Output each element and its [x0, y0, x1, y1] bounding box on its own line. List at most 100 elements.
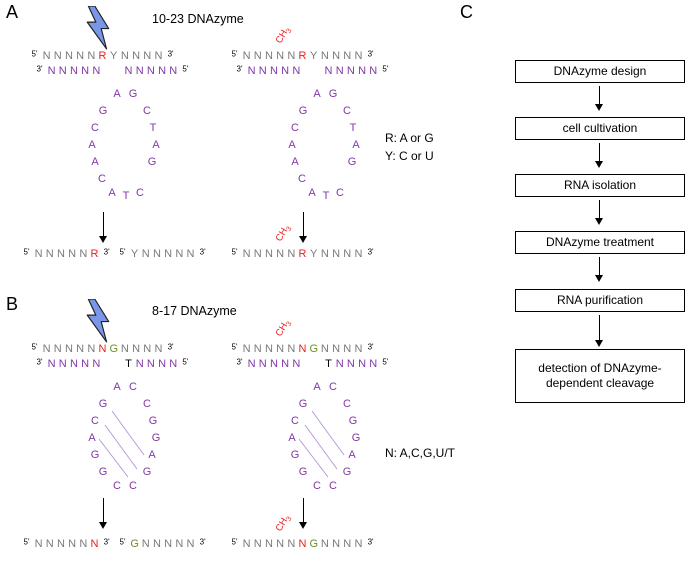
- nucleotide: N: [42, 343, 51, 355]
- flow-arrow: [594, 315, 603, 347]
- nucleotide: N: [253, 248, 262, 260]
- nucleotide: N: [354, 248, 363, 260]
- panel-c-label: C: [460, 2, 473, 22]
- nucleotide: N: [324, 65, 333, 77]
- nucleotide: N: [58, 358, 67, 370]
- loop-nucleotide: G: [348, 415, 358, 427]
- nucleotide: N: [146, 65, 155, 77]
- nucleotide: N: [247, 358, 256, 370]
- loop-nucleotide: G: [298, 466, 308, 478]
- loop-nucleotide: A: [88, 432, 96, 444]
- nucleotide: N: [98, 343, 107, 355]
- nucleotide: R: [298, 50, 307, 62]
- nucleotide: N: [45, 248, 54, 260]
- nucleotide: [302, 358, 323, 371]
- nucleotide: N: [320, 50, 329, 62]
- nucleotide: N: [34, 538, 43, 550]
- nucleotide: 5': [119, 247, 126, 257]
- lightning-bolt-icon: [86, 299, 110, 343]
- nucleotide: N: [158, 358, 167, 370]
- nucleotide: 3': [36, 357, 43, 367]
- nucleotide: N: [242, 538, 251, 550]
- nucleotide: N: [253, 343, 262, 355]
- loop-nucleotide: C: [329, 381, 337, 393]
- nucleotide: 5': [23, 247, 30, 257]
- loop-nucleotide: C: [136, 187, 144, 199]
- loop-nucleotide: A: [288, 139, 296, 151]
- nucleotide: N: [56, 248, 65, 260]
- nucleotide: N: [264, 50, 273, 62]
- loop-nucleotide: A: [308, 187, 316, 199]
- nucleotide: N: [269, 65, 278, 77]
- panel-a-legend: R: A or G Y: C or U: [385, 129, 434, 165]
- nucleotide: N: [287, 538, 296, 550]
- nucleotide: N: [292, 358, 301, 370]
- nucleotide: N: [287, 248, 296, 260]
- loop-nucleotide: A: [313, 381, 321, 393]
- nucleotide: 5': [31, 49, 38, 59]
- loop-nucleotide: C: [98, 173, 106, 185]
- nucleotide: N: [253, 50, 262, 62]
- nucleotide: N: [258, 358, 267, 370]
- loop-nucleotide: G: [347, 156, 357, 168]
- legend-line: R: A or G: [385, 131, 434, 145]
- nucleotide: N: [56, 538, 65, 550]
- base-pair-lines: [298, 410, 345, 478]
- lightning-bolt-icon: [86, 6, 110, 50]
- nucleotide: N: [143, 343, 152, 355]
- loop-nucleotide: C: [343, 105, 351, 117]
- nucleotide: N: [320, 248, 329, 260]
- nucleotide: N: [34, 248, 43, 260]
- loop-nucleotide: C: [91, 415, 99, 427]
- nucleotide: 3': [367, 247, 374, 257]
- nucleotide: [302, 65, 323, 78]
- nucleotide: G: [109, 343, 118, 355]
- nucleotide: N: [281, 358, 290, 370]
- legend-line: N: A,C,G,U/T: [385, 446, 456, 460]
- nucleotide: N: [47, 358, 56, 370]
- loop-nucleotide: G: [148, 415, 158, 427]
- nucleotide: N: [343, 248, 352, 260]
- nucleotide: N: [45, 538, 54, 550]
- panel-b-label: B: [6, 294, 19, 314]
- nucleotide: Y: [310, 50, 318, 62]
- nucleotide: 5': [119, 537, 126, 547]
- nucleotide: N: [175, 538, 184, 550]
- nucleotide: N: [186, 538, 195, 550]
- loop-nucleotide: A: [113, 88, 121, 100]
- nucleotide: N: [332, 343, 341, 355]
- nucleotide: N: [287, 343, 296, 355]
- loop-nucleotide: C: [298, 173, 306, 185]
- nucleotide: 3': [367, 342, 374, 352]
- nucleotide: N: [158, 65, 167, 77]
- nucleotide: N: [343, 538, 352, 550]
- flow-arrow: [594, 86, 603, 111]
- legend-line: Y: C or U: [385, 149, 434, 163]
- nucleotide: N: [64, 50, 73, 62]
- panel-b-title: 8-17 DNAzyme: [152, 304, 237, 318]
- loop-nucleotide: A: [88, 139, 96, 151]
- loop-nucleotide: G: [298, 105, 308, 117]
- nucleotide: [102, 358, 123, 371]
- nucleotide: N: [276, 248, 285, 260]
- loop-nucleotide: G: [98, 466, 108, 478]
- nucleotide: N: [120, 343, 129, 355]
- nucleotide: N: [68, 538, 77, 550]
- nucleotide: N: [154, 50, 163, 62]
- nucleotide: N: [76, 343, 85, 355]
- nucleotide: N: [132, 343, 141, 355]
- loop-nucleotide: G: [342, 466, 352, 478]
- loop-nucleotide: C: [313, 480, 321, 492]
- reaction-arrow: [98, 498, 107, 529]
- flow-step-dnazyme-treatment: DNAzyme treatment: [515, 231, 685, 254]
- loop-nucleotide: G: [98, 398, 108, 410]
- flow-arrow: [594, 257, 603, 282]
- nucleotide: N: [143, 50, 152, 62]
- nucleotide: N: [287, 50, 296, 62]
